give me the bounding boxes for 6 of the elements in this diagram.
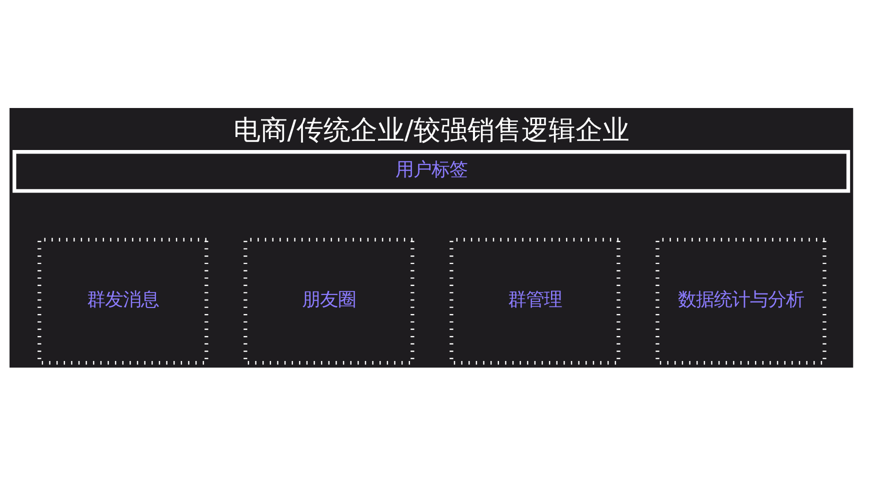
node-box: 群管理: [449, 238, 620, 365]
node-box: 数据统计与分析: [655, 238, 826, 365]
diagram-title: 电商/传统企业/较强销售逻辑企业: [232, 115, 629, 146]
node-box: 朋友圈: [243, 238, 414, 365]
node-box: 用户标签: [12, 150, 850, 193]
node-box: 群发消息: [37, 238, 208, 365]
